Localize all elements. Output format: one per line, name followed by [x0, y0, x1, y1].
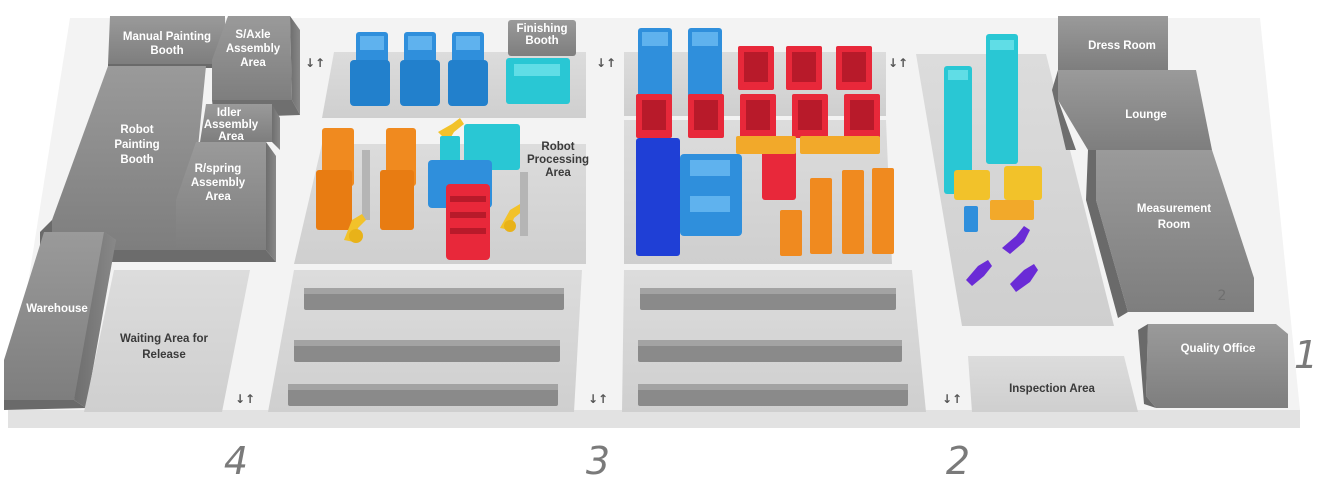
- inspection-area: Inspection Area: [968, 356, 1138, 412]
- stair-marker: 2: [1218, 288, 1227, 304]
- passage-arrow-3: ↓↑: [588, 392, 608, 406]
- quality-office-label: Quality Office: [1181, 343, 1256, 355]
- rspring-assembly-area: R/spring Assembly Area: [176, 142, 276, 262]
- zone-number-3: 3: [586, 439, 610, 483]
- manual-painting-booth-label-1: Manual Painting: [123, 31, 211, 43]
- yellow-robot-arms-zone3: [344, 118, 524, 243]
- waiting-area-label-2: Release: [142, 349, 185, 361]
- passage-arrow-2-top-left: ↓↑: [596, 56, 616, 70]
- measurement-room: Measurement Room 2: [1086, 150, 1254, 318]
- lounge-label: Lounge: [1125, 109, 1167, 121]
- lounge: Lounge: [1052, 70, 1212, 150]
- measurement-room-label-1: Measurement: [1137, 203, 1211, 215]
- saxle-assembly-area: S/Axle Assembly Area: [212, 16, 300, 118]
- waiting-area: Waiting Area for Release: [84, 270, 250, 412]
- violet-robots-zone1: [966, 226, 1038, 292]
- measurement-room-label-2: Room: [1158, 219, 1191, 231]
- dress-room: Dress Room: [1058, 16, 1168, 70]
- zone-number-1: 1: [1294, 333, 1318, 377]
- cnc-machines-top-left: [350, 32, 488, 106]
- waiting-area-label-1: Waiting Area for: [120, 333, 208, 345]
- zone2-bottom-floor: [622, 270, 926, 412]
- idler-assembly-area: Idler Assembly Area: [200, 104, 280, 150]
- inspection-area-label: Inspection Area: [1009, 383, 1095, 395]
- rspring-label-3: Area: [205, 191, 231, 203]
- saxle-label-1: S/Axle: [235, 29, 270, 41]
- idler-label-2: Assembly: [204, 119, 259, 131]
- svg-text:Robot: Robot: [541, 141, 574, 153]
- saxle-label-3: Area: [240, 57, 266, 69]
- rspring-label-2: Assembly: [191, 177, 246, 189]
- passage-arrow-2: ↓↑: [942, 392, 962, 406]
- ground-slab-edge: [8, 410, 1300, 428]
- warehouse: Warehouse: [4, 232, 116, 410]
- dress-room-label: Dress Room: [1088, 40, 1156, 52]
- passage-arrow-2-top-right: ↓↑: [888, 56, 908, 70]
- rspring-label-1: R/spring: [195, 163, 242, 175]
- red-press-machines-mid: [636, 94, 880, 200]
- robot-processing-label: Robot Processing Area: [527, 141, 589, 179]
- manual-painting-booth: Manual Painting Booth: [108, 16, 225, 68]
- cnc-machines-zone2-top: [638, 28, 722, 98]
- orange-fixtures-zone2: [736, 136, 894, 256]
- cyan-machines-zone1: [944, 34, 1018, 194]
- finishing-booth-label-1: Finishing: [516, 23, 567, 35]
- idler-label-1: Idler: [217, 107, 242, 119]
- finishing-booth-label-2: Booth: [525, 35, 558, 47]
- zone-number-4: 4: [224, 439, 248, 483]
- svg-text:Processing: Processing: [527, 154, 589, 166]
- robot-painting-label-2: Painting: [114, 139, 159, 151]
- zone-number-2: 2: [946, 439, 970, 483]
- red-press-machines-top: [738, 46, 872, 90]
- svg-text:Area: Area: [545, 167, 571, 179]
- yellow-robots-zone1: [954, 166, 1042, 232]
- finishing-booth: Finishing Booth: [506, 20, 576, 104]
- robot-painting-label-3: Booth: [120, 154, 153, 166]
- warehouse-label: Warehouse: [26, 303, 88, 315]
- zone3-bottom-floor: [268, 270, 582, 412]
- orange-robot-cells: [316, 128, 416, 230]
- robot-processing-machines: [428, 124, 528, 260]
- deep-blue-machine-line: [636, 138, 742, 256]
- saxle-label-2: Assembly: [226, 43, 281, 55]
- idler-label-3: Area: [218, 131, 244, 143]
- passage-arrow-3-top: ↓↑: [305, 56, 325, 70]
- passage-arrow-4: ↓↑: [235, 392, 255, 406]
- robot-painting-label-1: Robot: [120, 124, 153, 136]
- quality-office: Quality Office: [1138, 324, 1288, 408]
- manual-painting-booth-label-2: Booth: [150, 45, 183, 57]
